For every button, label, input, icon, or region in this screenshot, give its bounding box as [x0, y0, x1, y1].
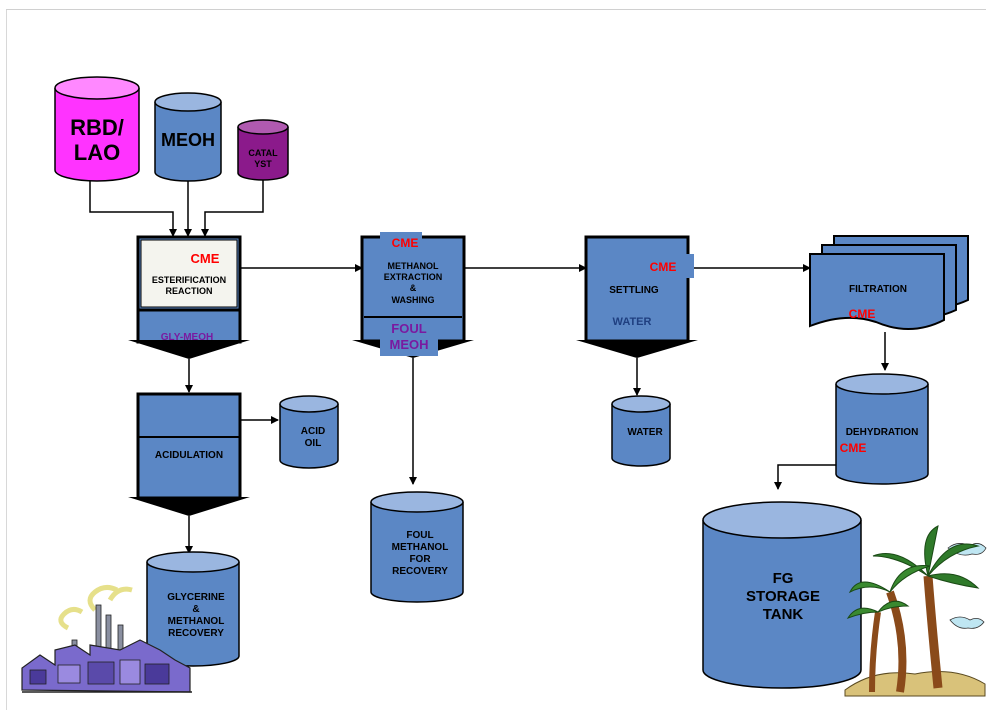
foul-line4: RECOVERY	[392, 566, 448, 577]
extraction-label-4: WASHING	[391, 295, 434, 305]
tank-meoh-label: MEOH	[161, 130, 215, 150]
extraction-label-1: METHANOL	[388, 261, 439, 271]
filtration-unit: FILTRATION CME	[809, 235, 969, 331]
extraction-vessel: CME METHANOL EXTRACTION & WASHING FOUL M…	[352, 232, 474, 358]
extraction-bottom-2: MEOH	[390, 337, 429, 352]
slide-top-border	[6, 6, 986, 10]
settling-cme: CME	[650, 260, 677, 274]
esterification-cme: CME	[191, 251, 220, 266]
tank-acid-oil: ACID OIL	[279, 395, 339, 469]
acid-oil-line1: ACID	[301, 426, 325, 437]
tank-dehydration: DEHYDRATION CME	[835, 373, 929, 485]
tank-rbd-lao-line1: RBD/	[70, 115, 124, 140]
acid-oil-line2: OIL	[305, 438, 322, 449]
esterification-label-1: ESTERIFICATION	[152, 275, 226, 285]
tank-foul-methanol: FOUL METHANOL FOR RECOVERY	[370, 491, 464, 603]
extraction-bottom-1: FOUL	[391, 321, 426, 336]
glycerine-line2: &	[192, 604, 199, 615]
filtration-label: FILTRATION	[849, 284, 907, 295]
glycerine-line1: GLYCERINE	[167, 592, 225, 603]
foul-line1: FOUL	[406, 530, 433, 541]
storage-line1: FG	[773, 570, 794, 587]
storage-line3: TANK	[763, 606, 804, 623]
foul-line2: METHANOL	[392, 542, 449, 553]
extraction-label-3: &	[410, 283, 417, 293]
tank-catalyst-line2: YST	[254, 159, 272, 169]
esterification-label-2: REACTION	[166, 286, 213, 296]
pipe-dehydration-to-storage	[774, 464, 836, 490]
esterification-bottom: GLY-MEOH	[161, 332, 213, 343]
extraction-label-2: EXTRACTION	[384, 272, 443, 282]
palm-trees-icon	[844, 525, 987, 697]
acidulation-vessel: ACIDULATION	[128, 392, 250, 516]
tank-rbd-lao-line2: LAO	[74, 140, 120, 165]
glycerine-line4: RECOVERY	[168, 628, 224, 639]
settling-water: WATER	[613, 316, 652, 328]
dehydration-label: DEHYDRATION	[846, 427, 919, 438]
dehydration-cme: CME	[840, 441, 867, 455]
extraction-cme: CME	[392, 236, 419, 250]
tank-glycerine-recovery: GLYCERINE & METHANOL RECOVERY	[146, 551, 240, 667]
storage-line2: STORAGE	[746, 588, 820, 605]
tank-catalyst-line1: CATAL	[248, 148, 278, 158]
settling-label: SETTLING	[609, 285, 659, 296]
tank-meoh: MEOH	[154, 92, 222, 182]
slide-left-border	[6, 10, 7, 710]
settling-vessel: CME SETTLING WATER	[576, 235, 698, 358]
input-pipes	[89, 180, 264, 237]
filtration-cme: CME	[849, 307, 876, 321]
tank-fg-storage: FG STORAGE TANK	[702, 501, 862, 689]
esterification-reactor: CME ESTERIFICATION REACTION GLY-MEOH	[128, 235, 250, 359]
acidulation-label: ACIDULATION	[155, 450, 223, 461]
foul-line3: FOR	[409, 554, 431, 565]
water-tank-label: WATER	[627, 427, 663, 438]
tank-rbd-lao: RBD/ LAO	[54, 76, 140, 182]
tank-water: WATER	[611, 395, 671, 467]
tank-catalyst: CATAL YST	[237, 119, 289, 181]
factory-icon	[21, 584, 192, 693]
glycerine-line3: METHANOL	[168, 616, 225, 627]
